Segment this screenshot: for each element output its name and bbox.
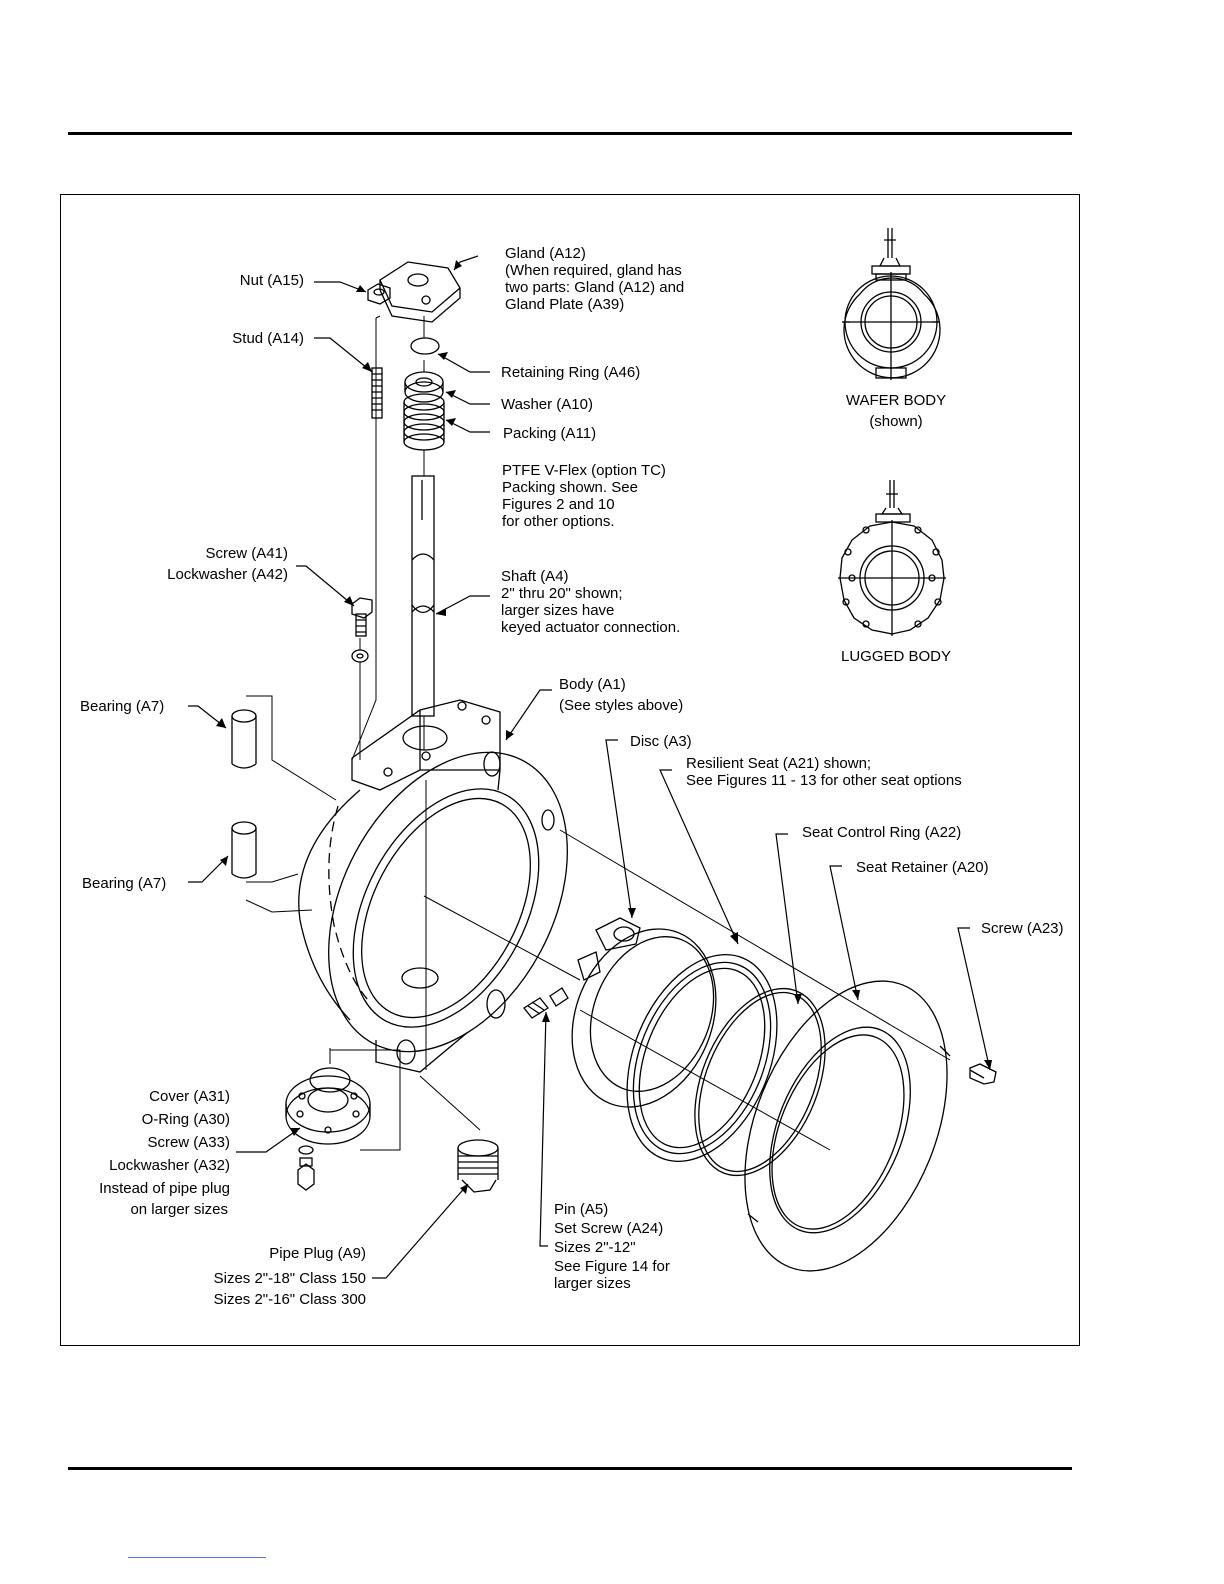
bearing-top-part: [231, 709, 257, 769]
pin-part: [549, 987, 569, 1007]
label-pin: Pin (A5): [554, 1201, 609, 1218]
gland-part: [379, 261, 461, 323]
label-pipe-plug-line2: Sizes 2"-18" Class 150: [213, 1270, 366, 1287]
label-wafer-body: WAFER BODY (shown): [826, 392, 966, 430]
label-screw-a41: Screw (A41) Lockwasher (A42): [140, 545, 288, 583]
label-lugged-body: LUGGED BODY: [840, 648, 952, 665]
label-pipe-plug-line1: Pipe Plug (A9): [269, 1245, 366, 1262]
label-gland-line1: Gland (A12): [505, 245, 586, 262]
label-pin-sizes: Sizes 2"-12": [554, 1239, 636, 1256]
pipe-plug-part: [457, 1139, 499, 1193]
label-pipe-plug: Pipe Plug (A9) Sizes 2"-18" Class 150 Si…: [160, 1245, 366, 1308]
label-shaft: Shaft (A4) 2" thru 20" shown; larger siz…: [501, 568, 680, 636]
label-shaft-line2: 2" thru 20" shown;: [501, 585, 623, 602]
label-cover-group: Cover (A31) O-Ring (A30) Screw (A33) Loc…: [60, 1088, 230, 1218]
label-gland: Gland (A12) (When required, gland has tw…: [505, 245, 684, 313]
retaining-ring-part: [410, 337, 440, 355]
figure-frame: [60, 194, 1080, 1346]
label-instead-pipe-plug: Instead of pipe plug: [99, 1180, 230, 1197]
label-cover: Cover (A31): [149, 1088, 230, 1105]
leader-lines: [188, 255, 991, 1279]
label-ptfe-line4: for other options.: [502, 513, 615, 530]
packing-part: [403, 393, 445, 451]
label-resilient-seat-line1: Resilient Seat (A21) shown;: [686, 755, 872, 772]
label-washer: Washer (A10): [501, 396, 593, 413]
leader-arrowheads: [216, 260, 992, 1194]
lugged-body-view: [838, 480, 946, 636]
screw-a41-part: [351, 597, 373, 663]
label-shaft-line1: Shaft (A4): [501, 568, 569, 585]
resilient-seat-part: [626, 954, 778, 1162]
label-gland-line4: Gland Plate (A39): [505, 296, 625, 313]
label-nut: Nut (A15): [239, 272, 304, 289]
label-ptfe-line3: Figures 2 and 10: [502, 496, 615, 513]
label-screw-a33: Screw (A33): [147, 1134, 230, 1151]
label-set-screw: Set Screw (A24): [554, 1220, 664, 1237]
stud-part: [371, 367, 383, 419]
label-seat-control-ring: Seat Control Ring (A22): [802, 824, 962, 841]
label-seat-retainer: Seat Retainer (A20): [856, 859, 989, 876]
seat-control-ring-part: [694, 987, 826, 1177]
label-bearing-bottom: Bearing (A7): [82, 875, 167, 892]
label-disc: Disc (A3): [630, 733, 692, 750]
label-pin-group: Pin (A5) Set Screw (A24) Sizes 2"-12" Se…: [554, 1201, 670, 1292]
label-o-ring: O-Ring (A30): [141, 1111, 230, 1128]
disc-part: [571, 917, 717, 1108]
label-bearing-top: Bearing (A7): [80, 698, 165, 715]
wafer-body-view: [842, 228, 941, 380]
o-ring-part: [309, 1067, 351, 1093]
label-pin-see-figure: See Figure 14 for: [554, 1258, 670, 1275]
label-ptfe-line1: PTFE V-Flex (option TC): [502, 462, 666, 479]
set-screw-part: [523, 997, 549, 1019]
label-pin-larger-sizes: larger sizes: [554, 1275, 631, 1292]
washer-part: [404, 371, 444, 403]
seat-retainer-part: [744, 980, 951, 1272]
label-body-line1: Body (A1): [559, 676, 626, 693]
footer-rule: [68, 1467, 1072, 1470]
label-resilient-seat: Resilient Seat (A21) shown; See Figures …: [686, 755, 962, 789]
label-screw-a41-line2: Lockwasher (A42): [167, 566, 288, 583]
label-larger-sizes: on larger sizes: [130, 1201, 228, 1218]
cover-part: [285, 1075, 371, 1145]
label-body-line2: (See styles above): [559, 697, 684, 714]
label-screw-a41-line1: Screw (A41): [205, 545, 288, 562]
label-packing: Packing (A11): [503, 425, 597, 442]
footer-link-underline: [128, 1557, 266, 1558]
label-resilient-seat-line2: See Figures 11 - 13 for other seat optio…: [686, 772, 962, 789]
label-retaining-ring: Retaining Ring (A46): [501, 364, 641, 381]
label-shaft-line4: keyed actuator connection.: [501, 619, 681, 636]
label-wafer-body-line2: (shown): [869, 413, 923, 430]
label-stud: Stud (A14): [232, 330, 304, 347]
label-pipe-plug-line3: Sizes 2"-16" Class 300: [213, 1291, 366, 1308]
bearing-bottom-part: [231, 821, 257, 879]
label-wafer-body-line1: WAFER BODY: [845, 392, 947, 409]
screw-a33-part: [297, 1145, 315, 1191]
label-gland-line2: (When required, gland has: [505, 262, 682, 279]
nut-part: [367, 283, 391, 305]
label-body: Body (A1) (See styles above): [559, 676, 683, 714]
label-screw-a23: Screw (A23): [981, 920, 1064, 937]
body-part: [298, 699, 568, 1073]
label-ptfe: PTFE V-Flex (option TC) Packing shown. S…: [502, 462, 666, 530]
label-gland-line3: two parts: Gland (A12) and: [505, 279, 685, 296]
label-lockwasher-a32: Lockwasher (A32): [109, 1157, 230, 1174]
shaft-part: [411, 475, 435, 717]
header-rule: [68, 132, 1072, 135]
screw-a23-part: [969, 1063, 997, 1085]
label-shaft-line3: larger sizes have: [501, 602, 615, 619]
label-ptfe-line2: Packing shown. See: [502, 479, 638, 496]
